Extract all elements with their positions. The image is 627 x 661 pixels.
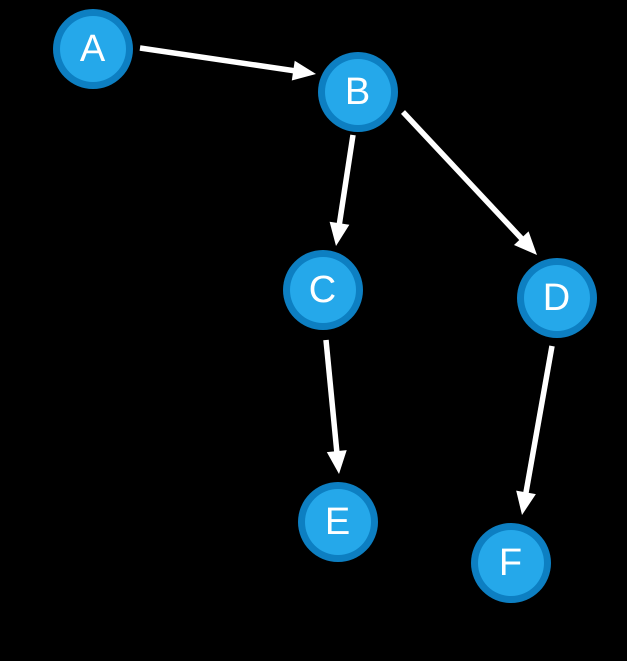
edge-line-B-D bbox=[400, 110, 528, 246]
node-fill-B bbox=[325, 59, 391, 125]
edge-C-E bbox=[323, 339, 347, 474]
edge-line-C-E bbox=[323, 339, 341, 459]
node-D: D bbox=[517, 258, 597, 338]
arrowhead-icon-C-E bbox=[326, 450, 347, 474]
node-label-D: D bbox=[543, 277, 571, 319]
edge-A-B bbox=[139, 45, 316, 81]
edge-B-D bbox=[400, 110, 537, 255]
node-label-A: A bbox=[80, 28, 106, 70]
arrowhead-icon-B-D bbox=[513, 231, 537, 255]
node-label-F: F bbox=[499, 542, 523, 584]
node-fill-D bbox=[524, 265, 590, 331]
node-B: B bbox=[318, 52, 398, 132]
arrowhead-icon-D-F bbox=[516, 490, 536, 515]
arrowhead-icon-B-C bbox=[329, 221, 350, 246]
node-fill-F bbox=[478, 530, 544, 596]
node-fill-C bbox=[290, 257, 356, 323]
node-fill-A bbox=[60, 16, 126, 82]
node-F: F bbox=[471, 523, 551, 603]
edge-B-C bbox=[329, 134, 356, 246]
edge-line-B-C bbox=[335, 134, 356, 231]
edge-line-A-B bbox=[139, 45, 301, 75]
edge-D-F bbox=[516, 345, 555, 515]
arrowhead-icon-A-B bbox=[291, 60, 316, 81]
node-label-E: E bbox=[325, 501, 351, 543]
node-C: C bbox=[283, 250, 363, 330]
node-E: E bbox=[298, 482, 378, 562]
node-A: A bbox=[53, 9, 133, 89]
node-label-B: B bbox=[345, 71, 371, 113]
edge-line-D-F bbox=[522, 345, 555, 500]
node-label-C: C bbox=[309, 269, 337, 311]
node-fill-E bbox=[305, 489, 371, 555]
